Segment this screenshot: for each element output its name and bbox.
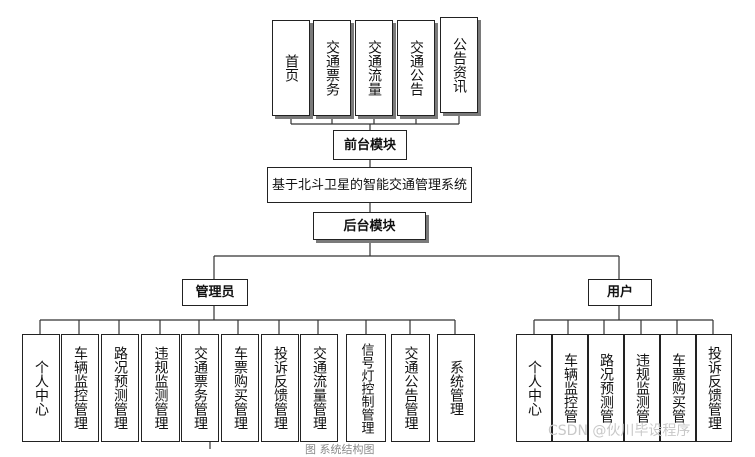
backend-module-label: 后台模块 [343, 218, 396, 234]
front-module-label: 前台模块 [343, 137, 396, 153]
csdn-watermark: CSDN @伙川毕设程序 [548, 423, 691, 439]
user-item-label: 个人中心 [526, 360, 542, 416]
user-item-label: 车票购买管 [670, 353, 686, 423]
front-tab-traffic-ticketing: 交通票务 [313, 20, 351, 116]
front-module-node: 前台模块 [333, 130, 407, 160]
admin-item-label: 信号灯控制管理 [358, 342, 374, 434]
user-role-label: 用户 [606, 285, 633, 300]
user-item-label: 车辆监控管 [562, 353, 578, 423]
admin-item-vehicle-monitoring: 车辆监控管理 [61, 334, 99, 442]
admin-item-violation-detection: 违规监测管理 [141, 334, 180, 442]
user-item-violation-detection: 违规监测管 [624, 334, 660, 442]
front-tab-notice-news: 公告资讯 [440, 17, 478, 113]
user-item-label: 路况预测管 [598, 353, 614, 423]
admin-role-node: 管理员 [182, 279, 248, 306]
admin-item-label: 交通流量管理 [311, 346, 327, 430]
user-item-label: 投诉反馈管理 [706, 346, 722, 430]
admin-item-label: 车辆监控管理 [72, 346, 88, 430]
admin-item-personal-center: 个人中心 [22, 334, 60, 442]
figure-caption: 图 系统结构图 [305, 443, 375, 456]
admin-item-label: 个人中心 [33, 360, 49, 416]
admin-item-road-forecast: 路况预测管理 [101, 334, 139, 442]
user-item-road-forecast: 路况预测管 [588, 334, 624, 442]
front-tab-traffic-notice: 交通公告 [397, 20, 435, 116]
admin-item-complaint-feedback: 投诉反馈管理 [261, 334, 299, 442]
admin-item-label: 系统管理 [448, 360, 464, 416]
front-tab-label: 首页 [283, 54, 299, 82]
admin-item-traffic-notice: 交通公告管理 [391, 334, 430, 442]
admin-item-system-management: 系统管理 [437, 334, 475, 442]
admin-item-signal-control: 信号灯控制管理 [346, 334, 386, 442]
front-tab-label: 公告资讯 [451, 37, 467, 93]
user-item-personal-center: 个人中心 [516, 334, 552, 442]
backend-module-node: 后台模块 [313, 212, 426, 240]
admin-item-label: 投诉反馈管理 [272, 346, 288, 430]
root-system-label: 基于北斗卫星的智能交通管理系统 [272, 177, 468, 193]
admin-item-label: 违规监测管理 [152, 346, 169, 430]
front-tab-label: 交通票务 [324, 40, 340, 96]
user-item-vehicle-monitoring: 车辆监控管 [552, 334, 588, 442]
front-tab-traffic-flow: 交通流量 [355, 20, 393, 116]
admin-item-label: 交通公告管理 [402, 346, 419, 430]
user-item-label: 违规监测管 [634, 353, 650, 423]
admin-item-traffic-flow: 交通流量管理 [300, 334, 338, 442]
user-role-node: 用户 [588, 279, 652, 306]
front-tab-label: 交通公告 [408, 40, 424, 96]
admin-item-label: 交通票务管理 [192, 346, 208, 430]
admin-item-traffic-ticketing: 交通票务管理 [181, 334, 219, 442]
admin-item-label: 车票购买管理 [232, 346, 248, 430]
front-tab-home: 首页 [272, 20, 310, 116]
admin-role-label: 管理员 [195, 285, 235, 300]
front-tab-label: 交通流量 [366, 40, 382, 96]
user-item-complaint-feedback: 投诉反馈管理 [696, 334, 732, 442]
admin-item-ticket-purchase: 车票购买管理 [221, 334, 259, 442]
admin-item-label: 路况预测管理 [112, 346, 128, 430]
root-system-node: 基于北斗卫星的智能交通管理系统 [267, 167, 472, 203]
user-item-ticket-purchase: 车票购买管 [660, 334, 696, 442]
